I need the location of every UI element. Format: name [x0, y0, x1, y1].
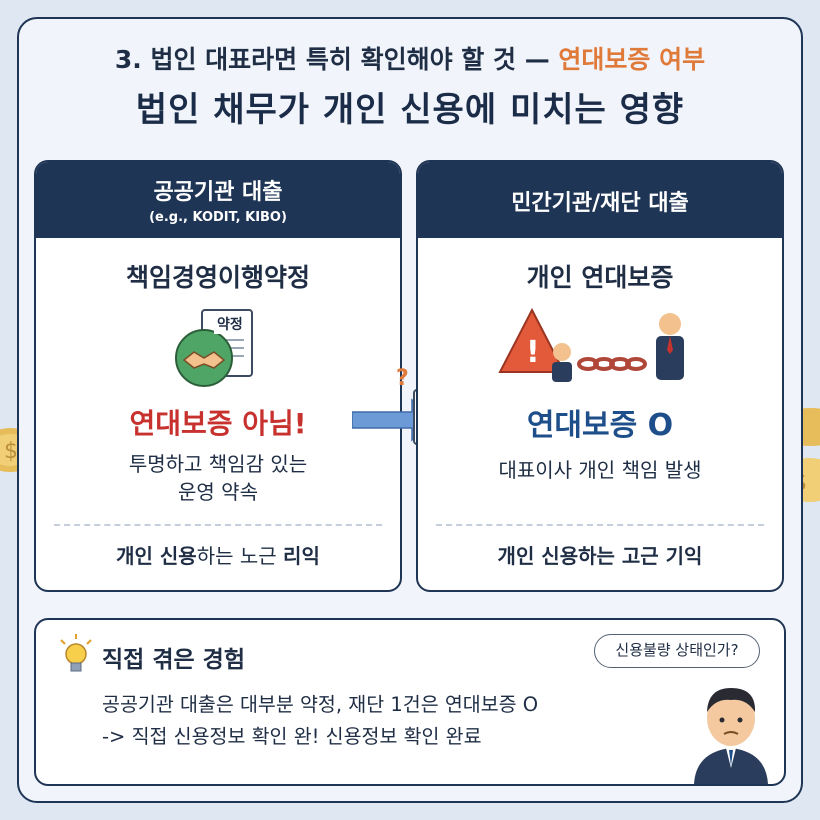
lightbulb-icon [60, 634, 92, 672]
experience-panel: 직접 겪은 경험 공공기관 대출은 대부분 약정, 재단 1건은 연대보증 O … [34, 618, 786, 786]
worried-man-icon [694, 688, 768, 784]
public-loan-desc-2: 운영 약속 [178, 480, 258, 504]
experience-title: 직접 겪은 경험 [102, 647, 245, 673]
experience-line-2: -> 직접 신용정보 확인 완! 신용정보 확인 완료 [102, 725, 482, 748]
private-loan-title: 민간기관/재단 대출 [511, 191, 689, 216]
public-loan-header: 공공기관 대출 (e.g., KODIT, KIBO) [36, 162, 400, 238]
private-loan-panel: 민간기관/재단 대출 개인 연대보증 ! 연대보증 O 대표이사 개인 책임 발… [416, 160, 784, 592]
divider [54, 524, 382, 526]
private-loan-footer: 개인 신용하는 고근 기익 [497, 544, 703, 568]
private-loan-desc: 대표이사 개인 책임 발생 [498, 458, 702, 482]
public-loan-footer: 개인 신용하는 노근 리익 [116, 544, 320, 568]
private-loan-header: 민간기관/재단 대출 [418, 162, 782, 238]
public-loan-panel: 공공기관 대출 (e.g., KODIT, KIBO) 책임경영이행약정 약정 … [34, 160, 402, 592]
question-badge: ? [396, 366, 409, 391]
title-accent: 연대보증 여부 [558, 45, 706, 74]
experience-line-1: 공공기관 대출은 대부분 약정, 재단 1건은 연대보증 O [102, 693, 539, 716]
svg-text:$: $ [4, 439, 18, 464]
private-loan-subtitle: 개인 연대보증 [526, 263, 674, 292]
public-loan-examples: (e.g., KODIT, KIBO) [149, 210, 287, 225]
page-subtitle: 법인 채무가 개인 신용에 미치는 영향 [135, 90, 685, 130]
warning-chain-icon: ! [498, 307, 684, 382]
private-loan-highlight: 연대보증 O [526, 408, 674, 443]
handshake-document-icon [175, 309, 253, 387]
document-label: 약정 [214, 314, 246, 334]
public-loan-desc-1: 투명하고 책임감 있는 [128, 452, 308, 476]
page-title: 3. 법인 대표라면 특히 확인해야 할 것 — 연대보증 여부 [114, 45, 706, 74]
svg-text:!: ! [526, 335, 540, 370]
public-loan-title: 공공기관 대출 [153, 180, 283, 205]
speech-bubble: 신용불량 상태인가? [594, 634, 760, 668]
public-loan-highlight: 연대보증 아님! [129, 407, 307, 440]
divider [436, 524, 764, 526]
public-loan-subtitle: 책임경영이행약정 [125, 263, 310, 292]
